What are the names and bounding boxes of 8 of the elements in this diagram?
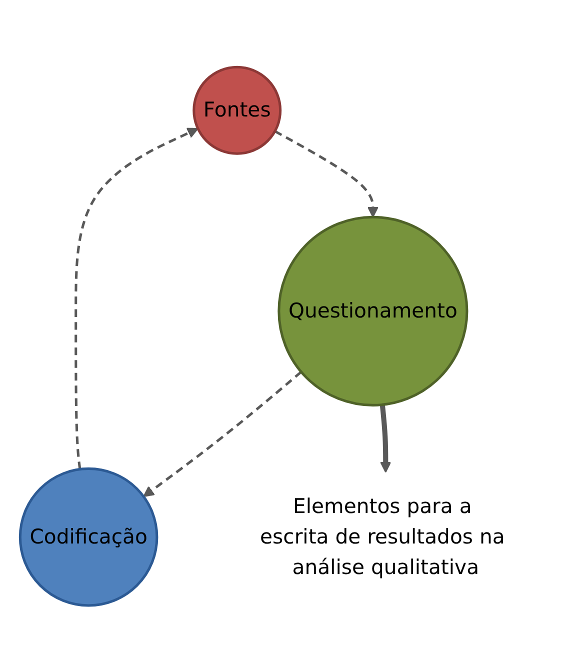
arrow [274, 130, 379, 218]
arrow [380, 404, 392, 472]
arrow [143, 370, 302, 497]
node-circle: Questionamento [278, 216, 468, 406]
node-circle: Fontes [192, 66, 282, 155]
node-circle: Codificação [18, 467, 158, 606]
arrow [74, 127, 198, 470]
node-text: Elementos para a escrita de resultados na análise qualitativa [260, 494, 505, 579]
